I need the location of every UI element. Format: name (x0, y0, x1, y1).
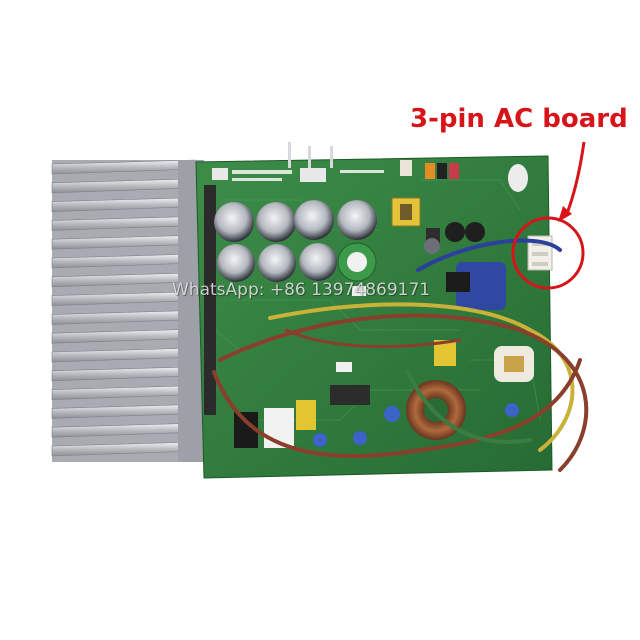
wires (212, 238, 589, 472)
heatsink (51, 159, 204, 462)
arrow-icon (558, 141, 586, 222)
watermark-text: WhatsApp: +86 13974869171 (172, 280, 431, 300)
highlight-circle (511, 216, 585, 290)
electrolytic-capacitors (214, 200, 377, 282)
components (234, 197, 553, 448)
annotation-label: 3-pin AC board (410, 104, 628, 134)
